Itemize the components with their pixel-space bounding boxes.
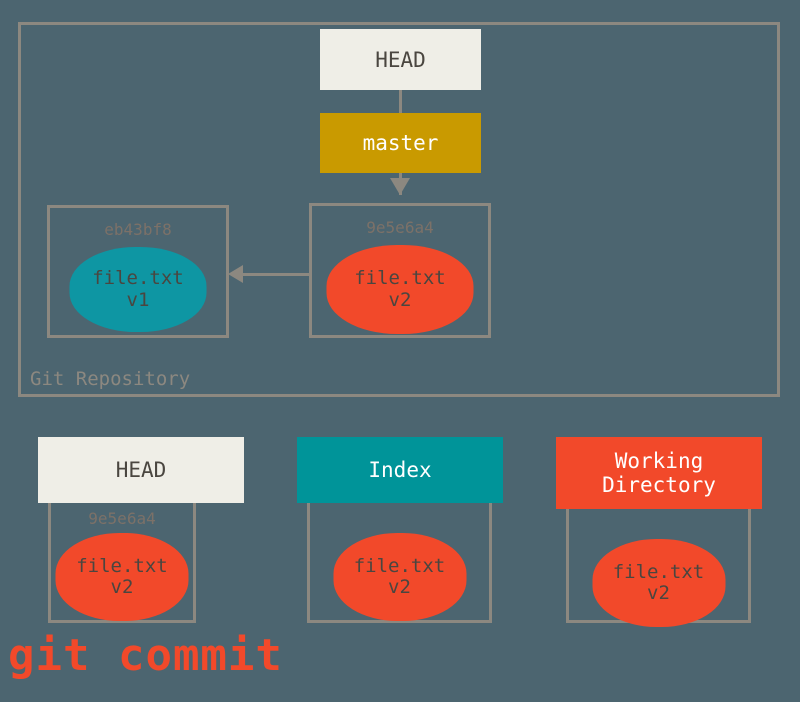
commit-blob-v1: file.txt v1 [69, 247, 207, 332]
commit-box-current: 9e5e6a4 file.txt v2 [309, 203, 491, 338]
blob-file-name: file.txt [76, 554, 168, 577]
arrow-down-icon [390, 178, 410, 195]
panel-working-directory-blob: file.txt v2 [592, 539, 725, 627]
connector-head-to-master [399, 90, 402, 114]
commit-box-parent: eb43bf8 file.txt v1 [47, 205, 229, 338]
commit-hash-label: eb43bf8 [104, 220, 172, 239]
commit-hash-label: 9e5e6a4 [366, 218, 434, 237]
arrow-left-icon [228, 265, 243, 283]
blob-file-version: v2 [647, 582, 670, 604]
panel-index-blob: file.txt v2 [333, 533, 466, 621]
connector-commit-to-parent [241, 273, 311, 276]
git-repository-container [18, 22, 780, 397]
blob-file-version: v2 [388, 288, 412, 311]
panel-title-line-2: Directory [602, 473, 716, 497]
blob-file-version: v2 [388, 576, 411, 598]
blob-file-name: file.txt [92, 267, 184, 290]
panel-working-directory-body: file.txt v2 [566, 509, 751, 627]
blob-file-version: v2 [110, 576, 134, 598]
panel-index-title: Index [297, 437, 503, 503]
panel-working-directory-title: Working Directory [556, 437, 762, 509]
repo-head-box: HEAD [320, 29, 481, 90]
panel-head-blob: file.txt v2 [55, 533, 189, 621]
panel-head-body: 9e5e6a4 file.txt v2 [48, 503, 196, 623]
diagram-caption: git commit [8, 630, 283, 681]
panel-head-hash: 9e5e6a4 [88, 509, 156, 528]
commit-blob-v2: file.txt v2 [326, 245, 474, 334]
blob-file-name: file.txt [612, 560, 705, 583]
blob-file-name: file.txt [353, 554, 446, 577]
panel-title-line-1: Working [614, 448, 704, 473]
panel-index-body: file.txt v2 [307, 503, 492, 623]
git-repository-label: Git Repository [30, 368, 191, 390]
repo-master-branch-box: master [320, 113, 481, 173]
panel-head-title: HEAD [38, 437, 244, 503]
blob-file-name: file.txt [354, 267, 446, 290]
blob-file-version: v1 [126, 288, 150, 311]
